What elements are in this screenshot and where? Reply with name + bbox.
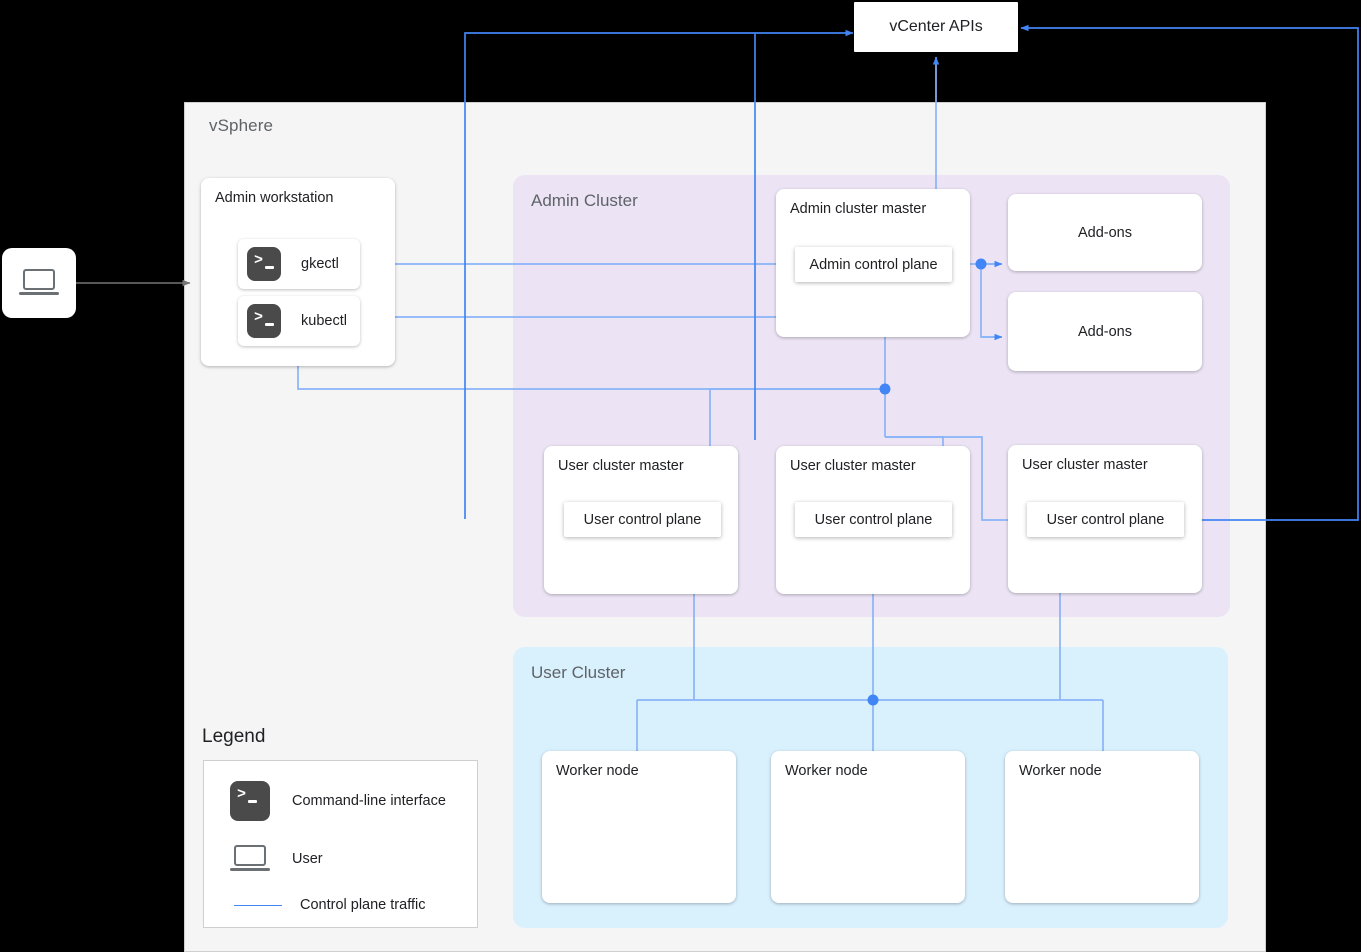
blue-line-icon [234,904,282,906]
region-admin-cluster-label: Admin Cluster [531,191,638,210]
node-cli-kubectl-label: kubectl [301,313,347,329]
legend-item-cli-label: Command-line interface [292,793,446,809]
legend-title: Legend [202,726,266,747]
legend-item-user: User [230,845,323,873]
node-addons-1-label: Add-ons [1077,224,1132,241]
node-worker-2[interactable]: Worker node [771,751,965,903]
node-admin-workstation-label: Admin workstation [215,190,334,206]
terminal-icon [230,781,270,821]
node-worker-3[interactable]: Worker node [1005,751,1199,903]
node-user-control-plane-1[interactable]: User control plane [564,502,721,537]
legend-item-user-label: User [292,851,323,867]
terminal-icon [247,247,281,281]
node-user-cluster-master-3-label: User cluster master [1022,457,1148,473]
node-user-actor [2,248,76,318]
node-user-control-plane-3[interactable]: User control plane [1027,502,1184,537]
legend-item-cli: Command-line interface [230,781,446,821]
region-user-cluster-label: User Cluster [531,663,626,682]
node-admin-control-plane-label: Admin control plane [809,256,938,273]
node-addons-2-label: Add-ons [1077,323,1132,340]
node-user-control-plane-2-label: User control plane [814,511,933,528]
node-worker-3-label: Worker node [1019,763,1102,779]
node-addons-1[interactable]: Add-ons [1008,194,1202,271]
node-cli-gkectl[interactable]: gkectl [238,239,360,289]
terminal-icon [247,304,281,338]
node-worker-2-label: Worker node [785,763,868,779]
legend-item-traffic: Control plane traffic [230,897,425,913]
node-user-control-plane-3-label: User control plane [1046,511,1165,528]
region-vsphere-label: vSphere [209,116,274,135]
node-worker-1-label: Worker node [556,763,639,779]
laptop-icon [230,845,270,873]
node-addons-2[interactable]: Add-ons [1008,292,1202,371]
node-user-control-plane-1-label: User control plane [583,511,702,528]
legend-box: Command-line interface User Control plan… [203,760,478,928]
node-admin-cluster-master-label: Admin cluster master [790,201,927,217]
laptop-icon [19,269,59,297]
node-worker-1[interactable]: Worker node [542,751,736,903]
node-vcenter-apis[interactable]: vCenter APIs [854,2,1018,52]
node-user-cluster-master-1-label: User cluster master [558,458,684,474]
node-cli-kubectl[interactable]: kubectl [238,296,360,346]
node-vcenter-apis-label: vCenter APIs [889,18,983,35]
node-cli-gkectl-label: gkectl [301,256,339,272]
node-user-control-plane-2[interactable]: User control plane [795,502,952,537]
node-admin-control-plane[interactable]: Admin control plane [795,247,952,282]
node-user-cluster-master-2-label: User cluster master [790,458,916,474]
legend-item-traffic-label: Control plane traffic [300,897,426,913]
